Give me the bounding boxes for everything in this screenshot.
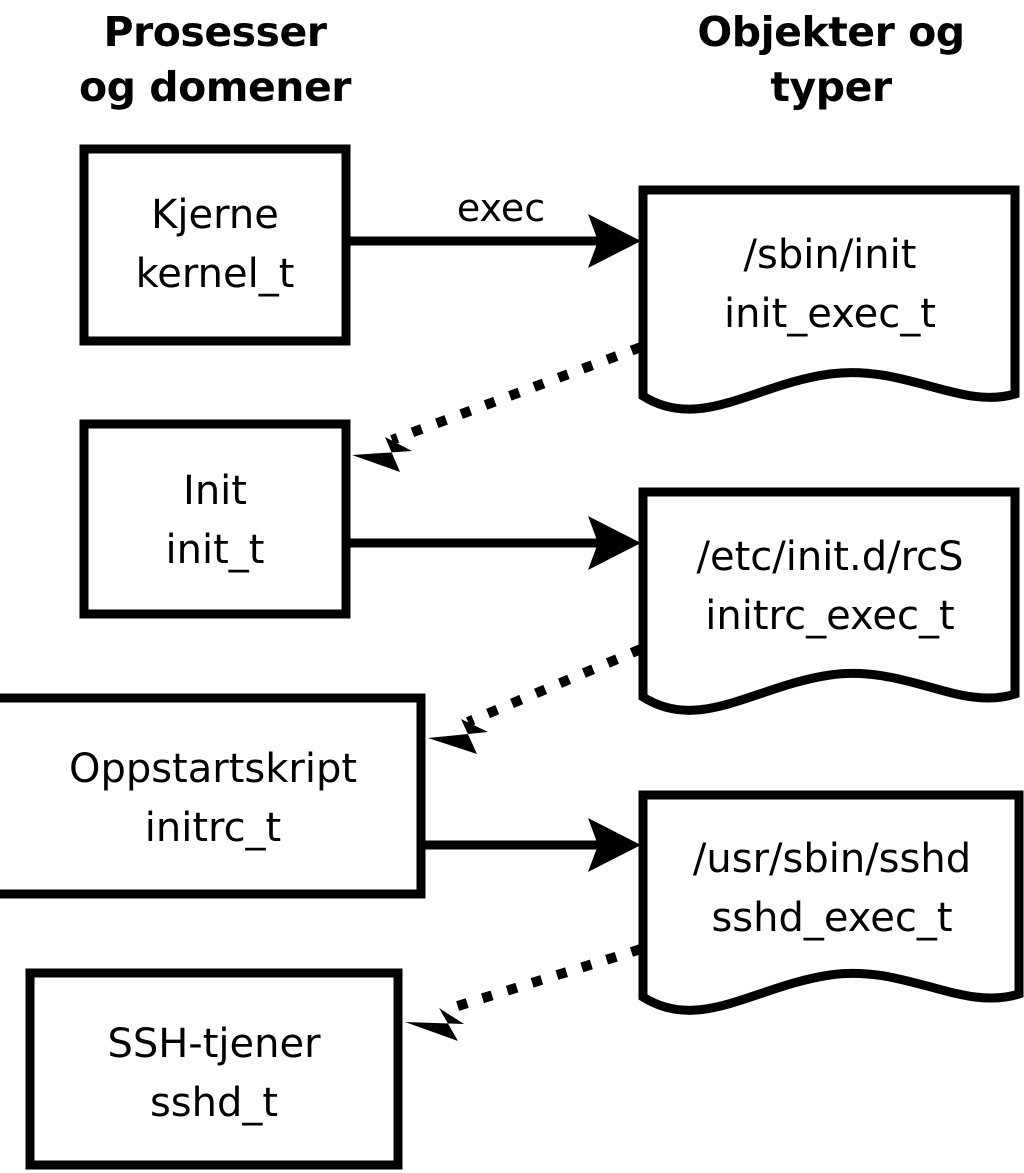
node-sshd-line1: SSH-tjener xyxy=(107,1021,321,1067)
node-initrc-exec-document[interactable] xyxy=(638,487,1020,715)
node-init-line1: Init xyxy=(183,468,247,514)
arrowhead-kernel-to-init-exec xyxy=(588,214,641,268)
arrowhead-initrc-to-sshd-exec xyxy=(588,818,641,872)
edge-initrc-to-sshd-exec xyxy=(425,818,641,872)
node-kernel-box[interactable] xyxy=(79,144,351,346)
node-init[interactable]: Init init_t xyxy=(79,419,351,619)
edge-label-exec: exec xyxy=(457,186,545,230)
arrowhead-sshd-exec-to-sshd xyxy=(405,1008,464,1041)
node-initrc[interactable]: Oppstartskript initrc_t xyxy=(0,693,426,899)
node-initrc-exec-line1: /etc/init.d/rcS xyxy=(696,534,963,580)
column-header-left-line2: og domener xyxy=(79,63,352,111)
edge-init-to-initrc-exec xyxy=(348,516,641,570)
column-header-right: Objekter og typer xyxy=(697,8,965,111)
node-init-exec-line1: /sbin/init xyxy=(744,232,917,278)
edge-kernel-to-init-exec: exec xyxy=(348,186,641,268)
node-init-exec[interactable]: /sbin/init init_exec_t xyxy=(638,185,1020,414)
node-sshd-exec-line2: sshd_exec_t xyxy=(711,895,952,941)
edge-line-sshd-exec-to-sshd xyxy=(443,944,643,1015)
node-sshd-box[interactable] xyxy=(25,968,403,1170)
node-sshd[interactable]: SSH-tjener sshd_t xyxy=(25,968,403,1170)
node-initrc-box[interactable] xyxy=(0,693,426,899)
arrowhead-initrc-exec-to-initrc xyxy=(428,719,488,754)
edge-init-exec-to-init xyxy=(352,342,643,472)
arrowhead-init-exec-to-init xyxy=(352,437,412,472)
column-header-left: Prosesser og domener xyxy=(79,8,353,111)
node-kernel-line1: Kjerne xyxy=(151,192,279,238)
node-init-exec-document[interactable] xyxy=(638,185,1020,414)
node-sshd-exec-line1: /usr/sbin/sshd xyxy=(693,836,971,882)
node-init-box[interactable] xyxy=(79,419,351,619)
node-initrc-exec[interactable]: /etc/init.d/rcS initrc_exec_t xyxy=(638,487,1020,715)
column-header-left-line1: Prosesser xyxy=(104,8,328,56)
node-sshd-exec-document[interactable] xyxy=(638,790,1024,1015)
edge-line-init-exec-to-init xyxy=(390,342,643,445)
node-sshd-line2: sshd_t xyxy=(150,1080,278,1126)
node-init-exec-line2: init_exec_t xyxy=(724,291,936,337)
node-kernel-line2: kernel_t xyxy=(136,251,295,297)
node-init-line2: init_t xyxy=(166,527,265,573)
edge-sshd-exec-to-sshd xyxy=(405,944,643,1041)
node-kernel[interactable]: Kjerne kernel_t xyxy=(79,144,351,346)
node-initrc-exec-line2: initrc_exec_t xyxy=(705,593,954,639)
edge-line-initrc-exec-to-initrc xyxy=(466,644,643,727)
node-initrc-line1: Oppstartskript xyxy=(69,746,357,792)
column-header-right-line1: Objekter og xyxy=(697,8,964,56)
arrowhead-init-to-initrc-exec xyxy=(588,516,641,570)
edge-initrc-exec-to-initrc xyxy=(428,644,643,754)
node-initrc-line2: initrc_t xyxy=(145,805,282,851)
node-sshd-exec[interactable]: /usr/sbin/sshd sshd_exec_t xyxy=(638,790,1024,1015)
column-header-right-line2: typer xyxy=(770,63,892,111)
